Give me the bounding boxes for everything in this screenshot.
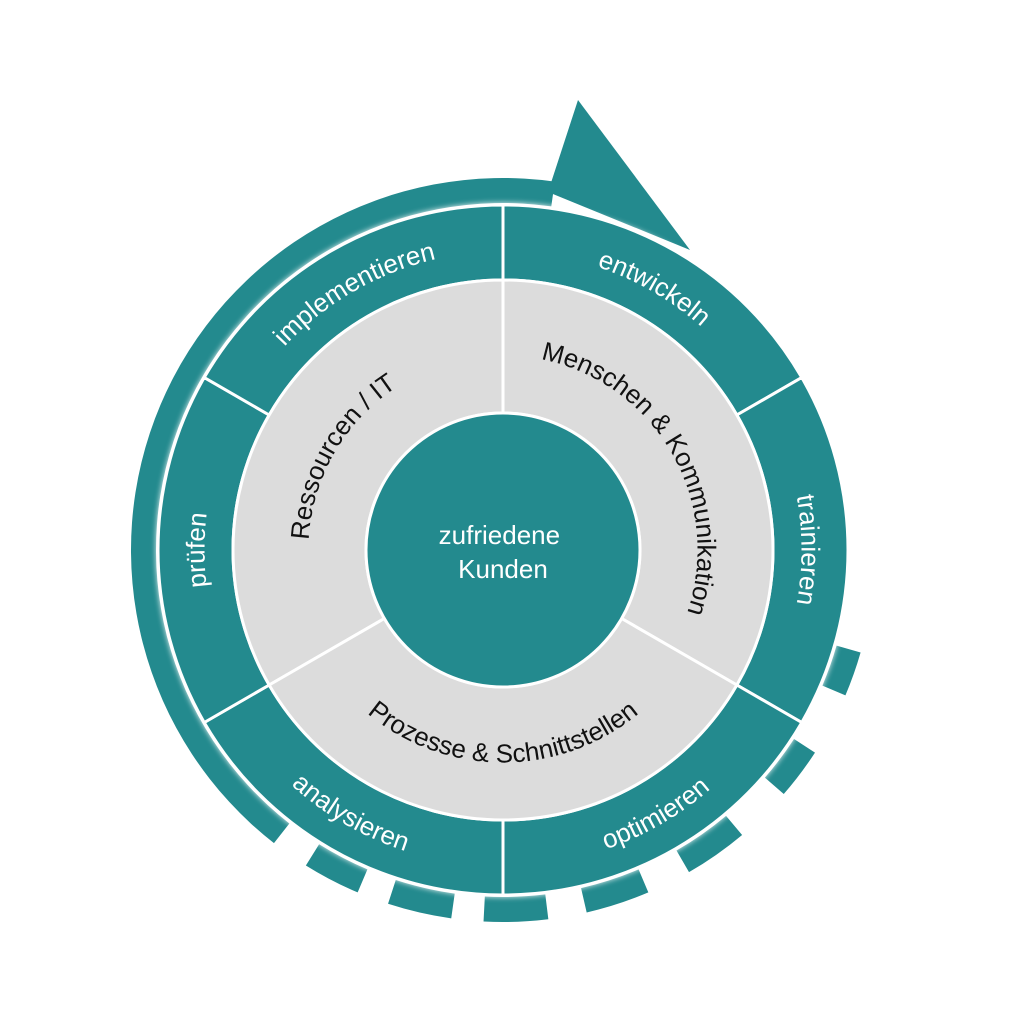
outer-label-pruefen-text: prüfen xyxy=(180,511,212,589)
dash-segment xyxy=(388,880,455,919)
cycle-arrow-icon xyxy=(548,100,690,250)
dash-segment xyxy=(581,869,649,913)
center-label: zufriedene Kunden xyxy=(439,520,568,584)
center-circle xyxy=(364,411,642,689)
dash-segment xyxy=(305,844,368,893)
dash-segment xyxy=(676,815,743,873)
center-label-line-2: Kunden xyxy=(458,554,548,584)
outer-label-trainieren-text: trainieren xyxy=(791,492,826,608)
outer-label-trainieren[interactable]: trainieren xyxy=(791,492,826,608)
middle-ring xyxy=(231,278,775,822)
dash-segment xyxy=(483,894,549,923)
dashed-arc xyxy=(305,645,861,923)
outer-label-pruefen[interactable]: prüfen xyxy=(180,511,212,589)
dash-segment xyxy=(822,645,861,696)
center-label-line-1: zufriedene xyxy=(439,520,560,550)
outer-ring xyxy=(156,203,850,897)
dash-segment xyxy=(764,738,815,795)
